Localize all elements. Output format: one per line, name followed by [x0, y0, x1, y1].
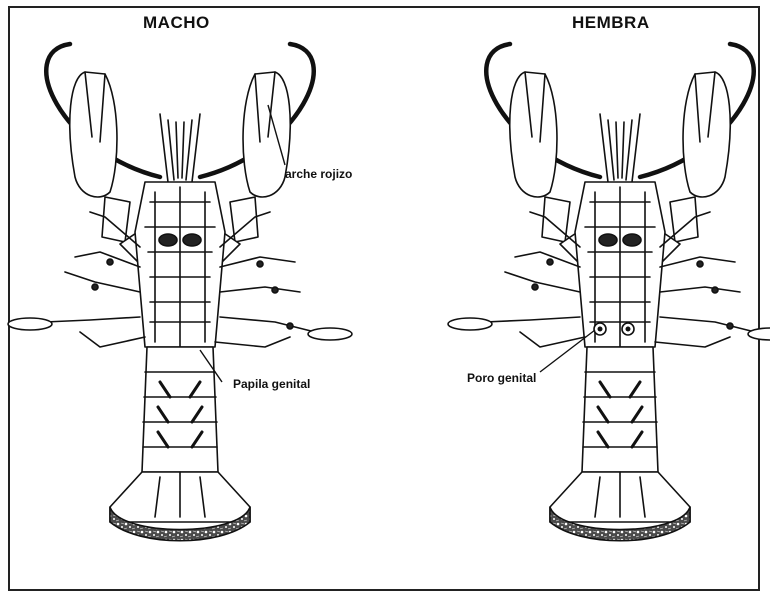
male-crayfish-icon: [8, 44, 352, 541]
female-crayfish-icon: [448, 44, 770, 541]
